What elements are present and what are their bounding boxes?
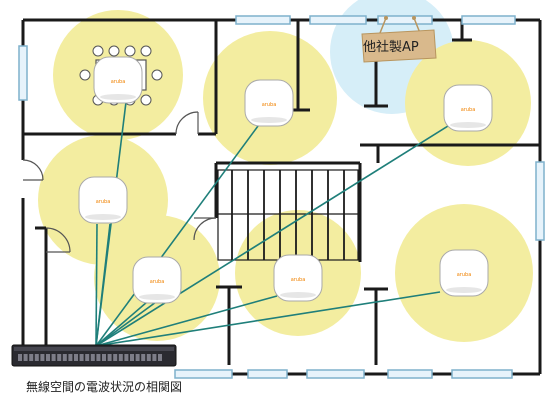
windows xyxy=(18,15,545,379)
link-ap-center-lower xyxy=(95,295,278,347)
aruba-access-point-icon: aruba xyxy=(132,256,182,304)
network-switch-icon xyxy=(11,344,177,367)
aruba-access-point-icon: aruba xyxy=(439,249,489,297)
connection-lines xyxy=(95,101,449,347)
aruba-access-point-icon: aruba xyxy=(443,84,493,132)
ap-brand-label: aruba xyxy=(461,107,476,113)
diagram-caption: 無線空間の電波状況の相関図 xyxy=(26,380,183,394)
door-swings xyxy=(22,111,217,253)
interior-walls xyxy=(23,20,540,365)
ap-brand-label: aruba xyxy=(291,277,306,283)
link-ap-left-middle xyxy=(95,223,98,347)
link-extra-2 xyxy=(95,301,157,347)
link-extra-1 xyxy=(95,223,111,347)
external-ap-label: 他社製AP xyxy=(363,40,419,55)
aruba-access-point-icon: aruba xyxy=(93,56,143,104)
ap-brand-label: aruba xyxy=(457,272,472,278)
link-ap-right-lower xyxy=(95,291,441,347)
hanging-sign-icon xyxy=(361,16,437,63)
ap-brand-label: aruba xyxy=(96,199,111,205)
aruba-access-point-icon: aruba xyxy=(273,254,323,302)
ap-brand-label: aruba xyxy=(111,79,126,85)
link-ap-center-lower-left xyxy=(95,301,148,347)
outer-walls xyxy=(21,18,542,376)
ap-brand-label: aruba xyxy=(262,102,277,108)
aruba-access-point-icon: aruba xyxy=(244,79,294,127)
link-ap-top-right xyxy=(95,125,449,347)
link-ap-top-center xyxy=(95,125,259,347)
aruba-access-point-icon: aruba xyxy=(78,176,128,224)
ap-brand-label: aruba xyxy=(150,279,165,285)
access-points: aruba aruba aruba aruba aruba aruba aruba xyxy=(78,56,493,304)
staircase-icon xyxy=(217,169,359,261)
